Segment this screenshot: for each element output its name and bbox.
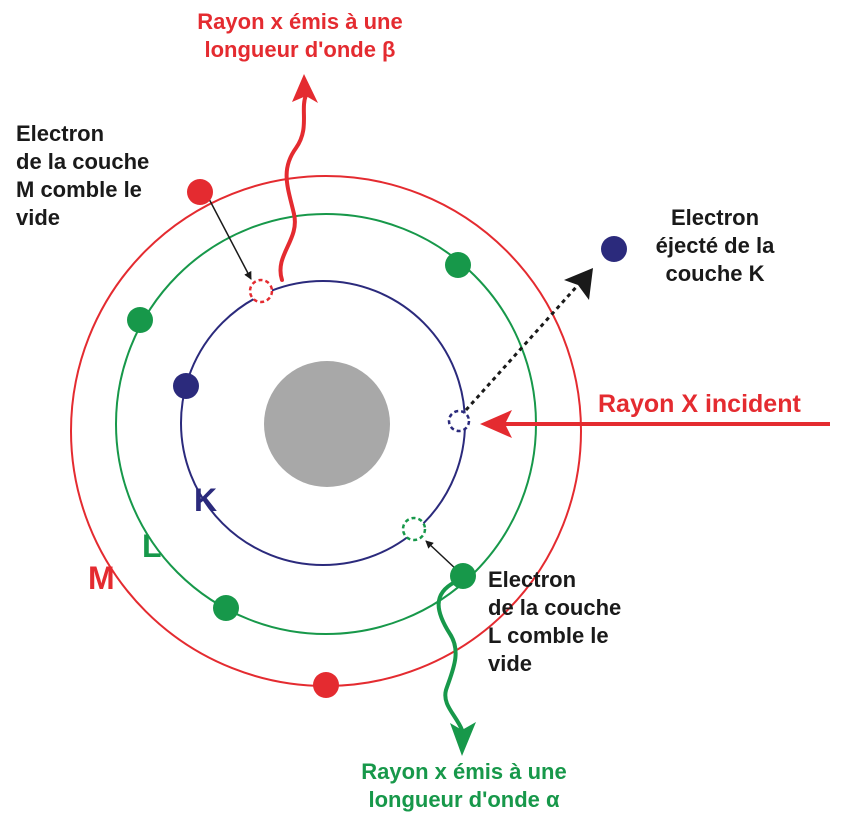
shell-l-label: L (142, 528, 162, 564)
beta-emission-arrowhead (292, 74, 318, 103)
m-fill-label: Electron de la couche M comble le vide (16, 121, 150, 231)
electron-m-shell-bottom (313, 672, 339, 698)
electron-l-shell-3 (213, 595, 239, 621)
shell-m-label: M (88, 560, 115, 596)
alpha-emission-arrowhead (450, 722, 476, 756)
vacancy-k-shell (447, 409, 471, 433)
ejected-electron (601, 236, 627, 262)
m-to-vacancy-arrow (207, 196, 252, 280)
vacancy-m-to-l (248, 278, 274, 304)
incident-ray-label: Rayon X incident (598, 390, 801, 418)
electron-l-shell-1 (127, 307, 153, 333)
alpha-emission-wave (436, 580, 464, 732)
electron-k-shell (173, 373, 199, 399)
ejection-arrowhead (564, 268, 593, 300)
ejection-path (464, 283, 580, 412)
vacancy-l-to-k (401, 516, 427, 542)
l-to-vacancy-arrow (425, 540, 459, 572)
nucleus (264, 361, 390, 487)
alpha-ray-label: Rayon x émis à une longueur d'onde α (361, 759, 567, 813)
electron-l-shell-2 (445, 252, 471, 278)
beta-emission-wave (278, 93, 308, 282)
shell-k-label: K (194, 482, 218, 518)
ejected-electron-label: Electron éjecté de la couche K (655, 205, 775, 287)
electron-l-shell-4 (450, 563, 476, 589)
electron-m-shell-top (187, 179, 213, 205)
beta-ray-label: Rayon x émis à une longueur d'onde β (197, 9, 403, 63)
incident-ray-arrowhead (480, 410, 512, 438)
l-fill-label: Electron de la couche L comble le vide (488, 567, 622, 677)
